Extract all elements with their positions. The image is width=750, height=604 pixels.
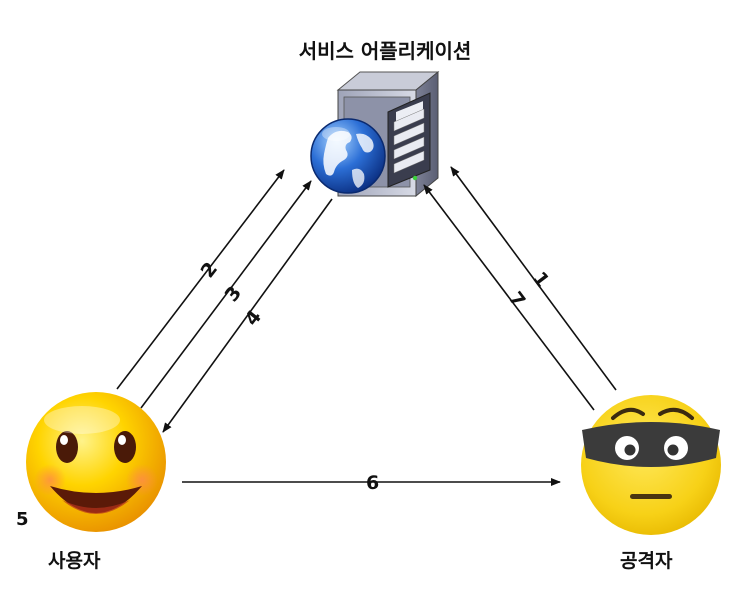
globe-icon bbox=[310, 118, 386, 194]
step-5-label: 5 bbox=[16, 509, 29, 530]
arrow-step-1 bbox=[450, 166, 617, 391]
user-smiley-icon bbox=[26, 392, 166, 532]
step-4-label: 4 bbox=[241, 306, 266, 330]
arrow-step-3 bbox=[140, 180, 312, 409]
attacker-masked-face-icon bbox=[581, 395, 721, 535]
service-application-label: 서비스 어플리케이션 bbox=[298, 39, 472, 63]
arrow-step-2 bbox=[116, 169, 285, 390]
arrow-step-4 bbox=[162, 198, 333, 433]
arrows bbox=[116, 166, 617, 486]
attacker-label: 공격자 bbox=[620, 550, 673, 572]
step-3-label: 3 bbox=[221, 282, 246, 306]
user-label: 사용자 bbox=[48, 550, 101, 572]
arrow-step-7 bbox=[423, 184, 595, 411]
step-6-label: 6 bbox=[366, 472, 379, 494]
